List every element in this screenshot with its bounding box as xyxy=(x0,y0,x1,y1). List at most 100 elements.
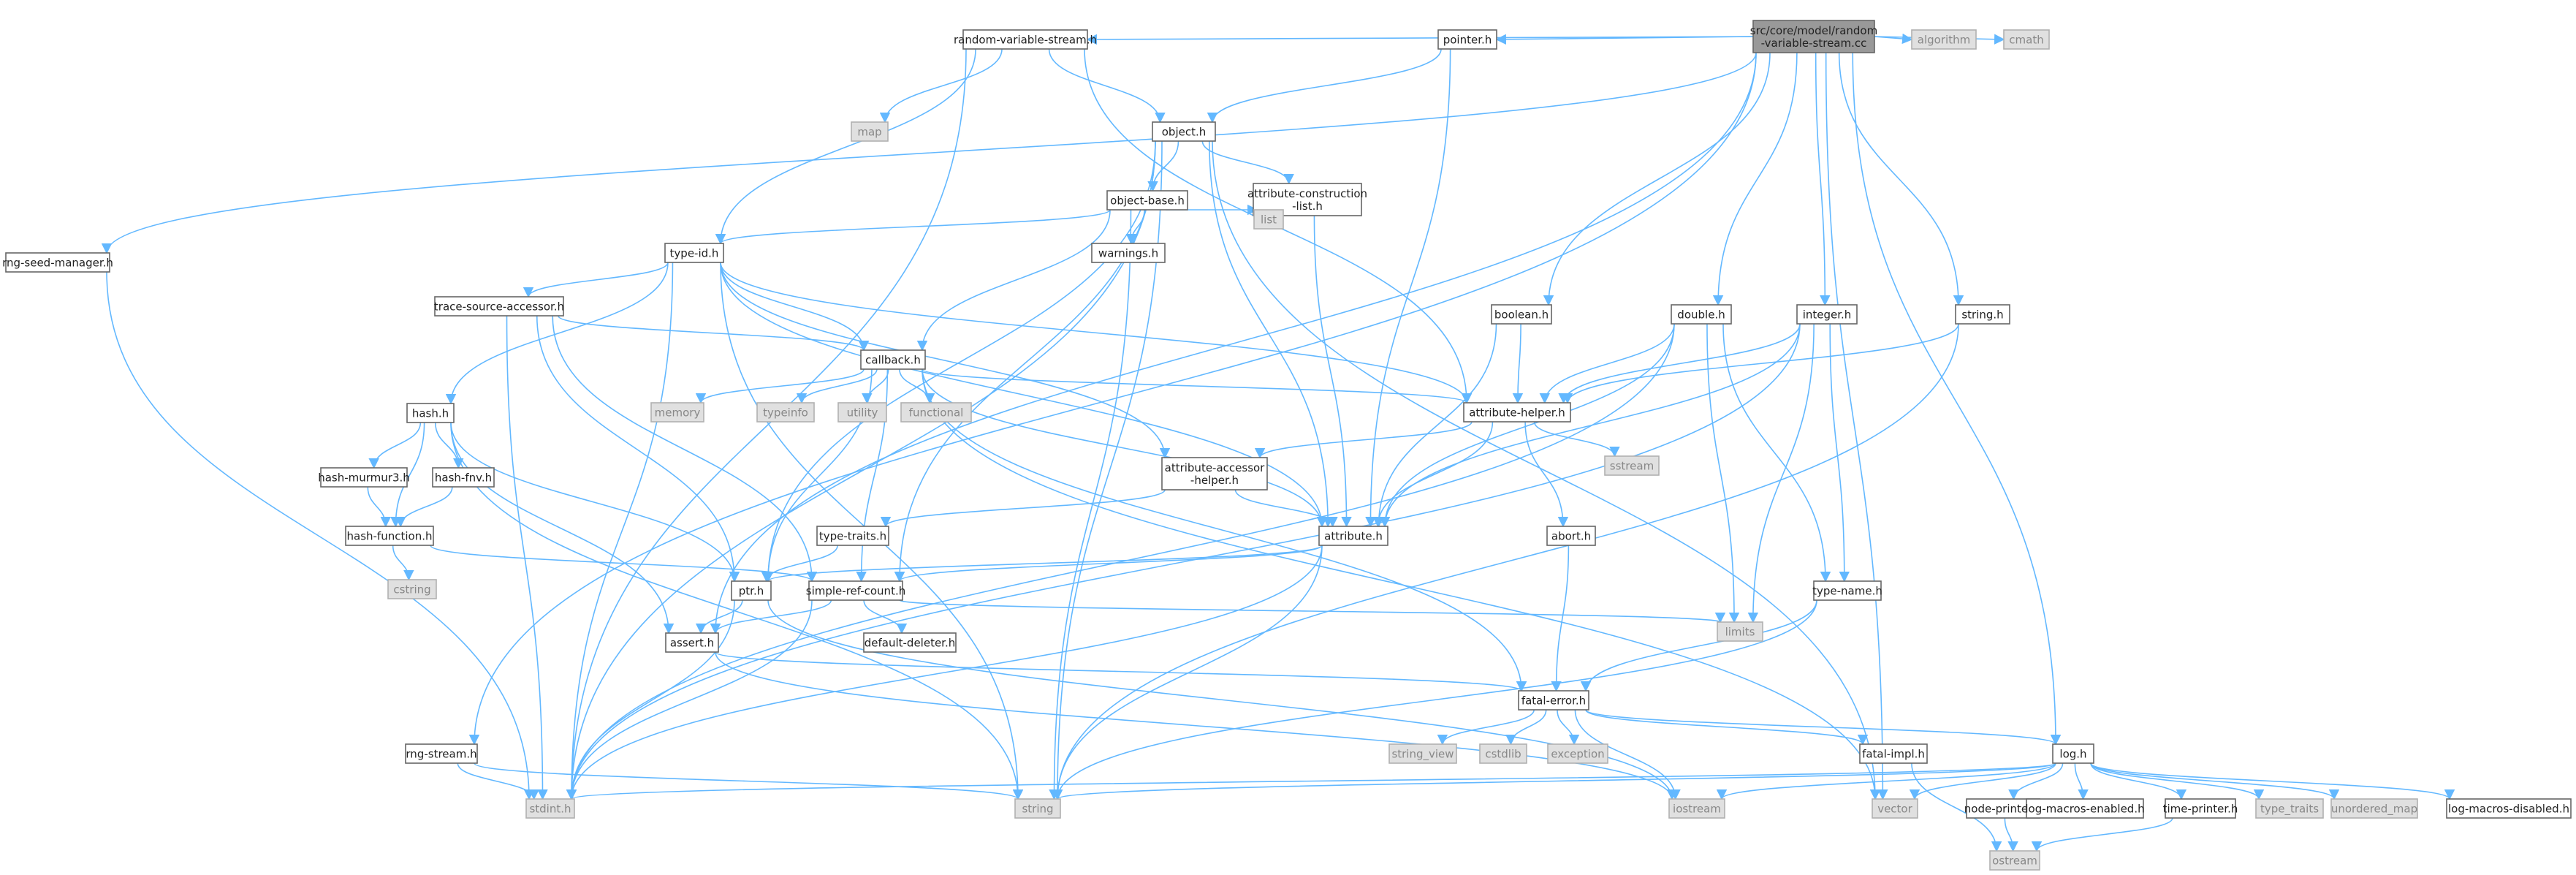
node-pointer_h[interactable]: pointer.h xyxy=(1437,29,1497,50)
node-integer_h[interactable]: integer.h xyxy=(1796,304,1858,325)
node-iostream[interactable]: iostream xyxy=(1668,798,1725,819)
node-vector[interactable]: vector xyxy=(1872,798,1918,819)
node-unordered_map[interactable]: unordered_map xyxy=(2330,798,2418,819)
edge-string_h-to-attr_helper_h xyxy=(1562,323,1959,404)
node-type_id_h[interactable]: type-id.h xyxy=(664,243,724,263)
edge-integer_h-to-attr_helper_h xyxy=(1558,323,1801,404)
node-time_printer_h[interactable]: time-printer.h xyxy=(2163,798,2238,819)
node-memory[interactable]: memory xyxy=(650,402,704,423)
node-fatal_impl_h[interactable]: fatal-impl.h xyxy=(1859,743,1928,764)
node-acl_h[interactable]: attribute-construction-list.h xyxy=(1247,183,1367,216)
edge-callback_h-to-utility xyxy=(862,368,889,404)
node-algorithm[interactable]: algorithm xyxy=(1911,29,1977,50)
node-fatal_error_h[interactable]: fatal-error.h xyxy=(1518,690,1589,711)
node-rng_seed_h[interactable]: rng-seed-manager.h xyxy=(2,252,113,273)
edge-src_h-to-assert_h xyxy=(710,599,832,635)
node-box xyxy=(1796,304,1858,325)
node-object_base_h[interactable]: object-base.h xyxy=(1106,190,1188,211)
edge-hash_h-to-hash_fn_h xyxy=(390,422,425,528)
node-type_traits[interactable]: type_traits xyxy=(2255,798,2324,819)
edge-log_h-to-iostream xyxy=(1717,762,2056,800)
edge-integer_h-to-stdint_h xyxy=(566,323,1801,800)
node-warnings_h[interactable]: warnings.h xyxy=(1091,243,1166,263)
node-box xyxy=(345,526,434,546)
node-rng_stream_h[interactable]: rng-stream.h xyxy=(405,743,478,764)
node-log_h[interactable]: log.h xyxy=(2052,743,2094,764)
node-label: -list.h xyxy=(1292,200,1323,213)
node-sstream[interactable]: sstream xyxy=(1604,455,1660,476)
edges-layer xyxy=(102,33,2455,852)
node-box xyxy=(1547,743,1608,764)
edge-object_h-to-acl_h xyxy=(1201,140,1294,185)
edge-hash_fn_h-to-cstring xyxy=(392,545,414,581)
node-box xyxy=(664,243,724,263)
node-callback_h[interactable]: callback.h xyxy=(860,349,926,370)
node-src_h[interactable]: simple-ref-count.h xyxy=(806,580,905,601)
node-ptr_h[interactable]: ptr.h xyxy=(731,580,772,601)
node-list[interactable]: list xyxy=(1253,209,1284,230)
node-attr_helper_h[interactable]: attribute-helper.h xyxy=(1463,402,1571,423)
node-cmath[interactable]: cmath xyxy=(2003,29,2050,50)
edge-ptr_h-to-assert_h xyxy=(695,599,743,635)
node-tsa_h[interactable]: trace-source-accessor.h xyxy=(434,296,564,317)
edge-callback_h-to-ptr_h xyxy=(762,368,873,583)
node-boolean_h[interactable]: boolean.h xyxy=(1491,304,1552,325)
node-ostream[interactable]: ostream xyxy=(1989,850,2040,871)
node-type_name_h[interactable]: type-name.h xyxy=(1812,580,1882,601)
node-log_me_h[interactable]: log-macros-enabled.h xyxy=(2025,798,2145,819)
node-box xyxy=(405,743,478,764)
node-utility[interactable]: utility xyxy=(837,402,887,423)
node-hash_fnv_h[interactable]: hash-fnv.h xyxy=(432,467,495,488)
node-label: default-deleter.h xyxy=(865,637,956,650)
edge-attr_acc_h-to-attribute_h xyxy=(1234,489,1338,528)
node-default_deleter_h[interactable]: default-deleter.h xyxy=(863,632,957,653)
node-cstdlib[interactable]: cstdlib xyxy=(1479,743,1527,764)
node-limits[interactable]: limits xyxy=(1717,621,1763,642)
node-box xyxy=(1091,243,1166,263)
edge-double_h-to-attribute_h xyxy=(1379,323,1675,528)
edge-root-to-double_h xyxy=(1712,52,1798,306)
node-rvs_h[interactable]: random-variable-stream.h xyxy=(954,29,1097,50)
node-hash_fn_h[interactable]: hash-function.h xyxy=(345,526,434,546)
edge-hash_fnv_h-to-hash_fn_h xyxy=(395,486,453,528)
node-string_view[interactable]: string_view xyxy=(1388,743,1457,764)
node-string_h[interactable]: string.h xyxy=(1955,304,2010,325)
node-abort_h[interactable]: abort.h xyxy=(1546,526,1596,546)
node-double_h[interactable]: double.h xyxy=(1671,304,1732,325)
node-root[interactable]: src/core/model/random-variable-stream.cc xyxy=(1750,20,1877,53)
node-label: string xyxy=(1022,803,1053,816)
edge-object_h-to-stdint_h xyxy=(566,140,1156,800)
edge-root-to-boolean_h xyxy=(1543,52,1771,306)
edge-attr_acc_h-to-type_traits_h xyxy=(880,489,1166,528)
node-label: double.h xyxy=(1677,308,1725,322)
node-type_traits_h[interactable]: type-traits.h xyxy=(816,526,889,546)
edge-attr_helper_h-to-abort_h xyxy=(1524,421,1569,528)
node-hash_murmur_h[interactable]: hash-murmur3.h xyxy=(318,467,410,488)
node-attr_acc_h[interactable]: attribute-accessor-helper.h xyxy=(1161,457,1268,490)
edge-type_id_h-to-attr_helper_h xyxy=(720,262,1473,404)
node-typeinfo[interactable]: typeinfo xyxy=(756,402,815,423)
node-exception[interactable]: exception xyxy=(1547,743,1608,764)
node-cstring[interactable]: cstring xyxy=(387,579,437,599)
node-label: exception xyxy=(1551,748,1604,761)
edge-pointer_h-to-object_h xyxy=(1207,48,1442,124)
node-log_md_h[interactable]: log-macros-disabled.h xyxy=(2446,798,2572,819)
node-label: integer.h xyxy=(1803,308,1852,322)
node-label: fatal-error.h xyxy=(1521,694,1586,708)
node-box xyxy=(387,579,437,599)
node-assert_h[interactable]: assert.h xyxy=(665,632,719,653)
node-map[interactable]: map xyxy=(851,121,889,142)
node-attribute_h[interactable]: attribute.h xyxy=(1318,526,1388,546)
edge-log_h-to-string xyxy=(1052,762,2056,800)
node-stdint_h[interactable]: stdint.h xyxy=(525,798,575,819)
node-object_h[interactable]: object.h xyxy=(1152,121,1216,142)
node-hash_h[interactable]: hash.h xyxy=(406,403,455,423)
edge-rng_seed_h-to-stdint_h xyxy=(106,271,535,800)
node-box xyxy=(851,121,889,142)
edge-object_h-to-src_h xyxy=(894,140,1156,583)
edge-fatal_error_h-to-exception xyxy=(1557,709,1580,746)
node-functional[interactable]: functional xyxy=(900,402,972,423)
node-string[interactable]: string xyxy=(1014,798,1061,819)
edge-log_h-to-time_printer_h xyxy=(2090,762,2187,800)
edge-attribute_h-to-string xyxy=(1052,545,1323,800)
